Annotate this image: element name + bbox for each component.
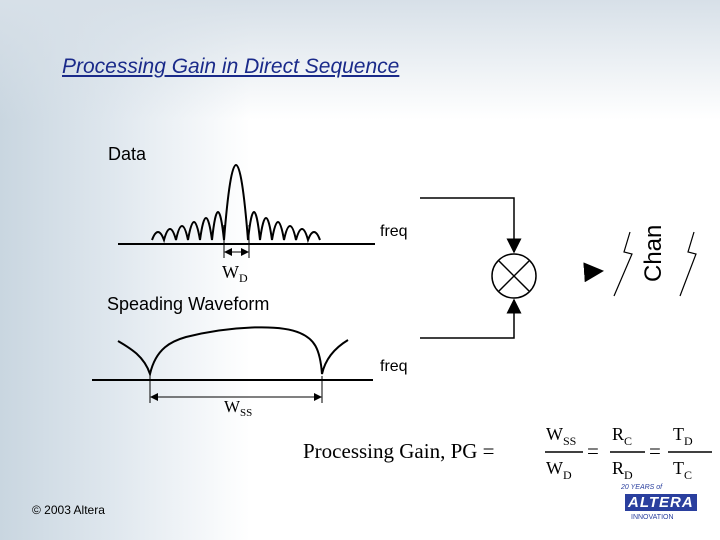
wd-label: WD xyxy=(222,262,248,285)
data-to-mixer-line xyxy=(420,197,522,254)
background-top xyxy=(0,0,720,120)
logo-tagline: 20 YEARS of xyxy=(621,484,663,491)
logo-brand: ALTERA xyxy=(625,494,697,511)
data-spectrum-curve xyxy=(151,164,321,244)
spread-spectrum-curve xyxy=(117,326,349,378)
data-label: Data xyxy=(108,144,147,164)
processing-gain-lhs: Processing Gain, PG = xyxy=(303,439,495,463)
equals-sign-2: = xyxy=(649,439,661,463)
fraction2-numerator: RC xyxy=(612,424,633,448)
output-arrow xyxy=(583,262,604,283)
mixer-cross-b xyxy=(498,260,530,292)
channel-side-text: Chan xyxy=(640,224,667,282)
spreading-waveform-label: Speading Waveform xyxy=(107,294,270,314)
wss-label: WSS xyxy=(224,397,253,419)
spread-freq-label: freq xyxy=(380,358,408,375)
equals-sign-1: = xyxy=(587,439,599,463)
lightning-bolt-icon xyxy=(613,231,633,297)
logo-sub: INNOVATION xyxy=(631,514,674,521)
fraction2-denominator: RD xyxy=(612,458,633,482)
fraction1-numerator: WSS xyxy=(546,424,577,448)
altera-logo: 20 YEARS of ALTERA INNOVATION xyxy=(615,484,697,524)
slide-title: Processing Gain in Direct Sequence xyxy=(62,55,400,78)
spread-to-mixer-line xyxy=(420,298,522,339)
fraction1-denominator: WD xyxy=(546,458,572,482)
fraction3-denominator: TC xyxy=(673,458,693,482)
copyright-text: © 2003 Altera xyxy=(32,503,105,517)
fraction3-numerator: TD xyxy=(673,424,693,448)
data-freq-label: freq xyxy=(380,223,408,240)
lightning-bolt-icon xyxy=(679,231,697,297)
